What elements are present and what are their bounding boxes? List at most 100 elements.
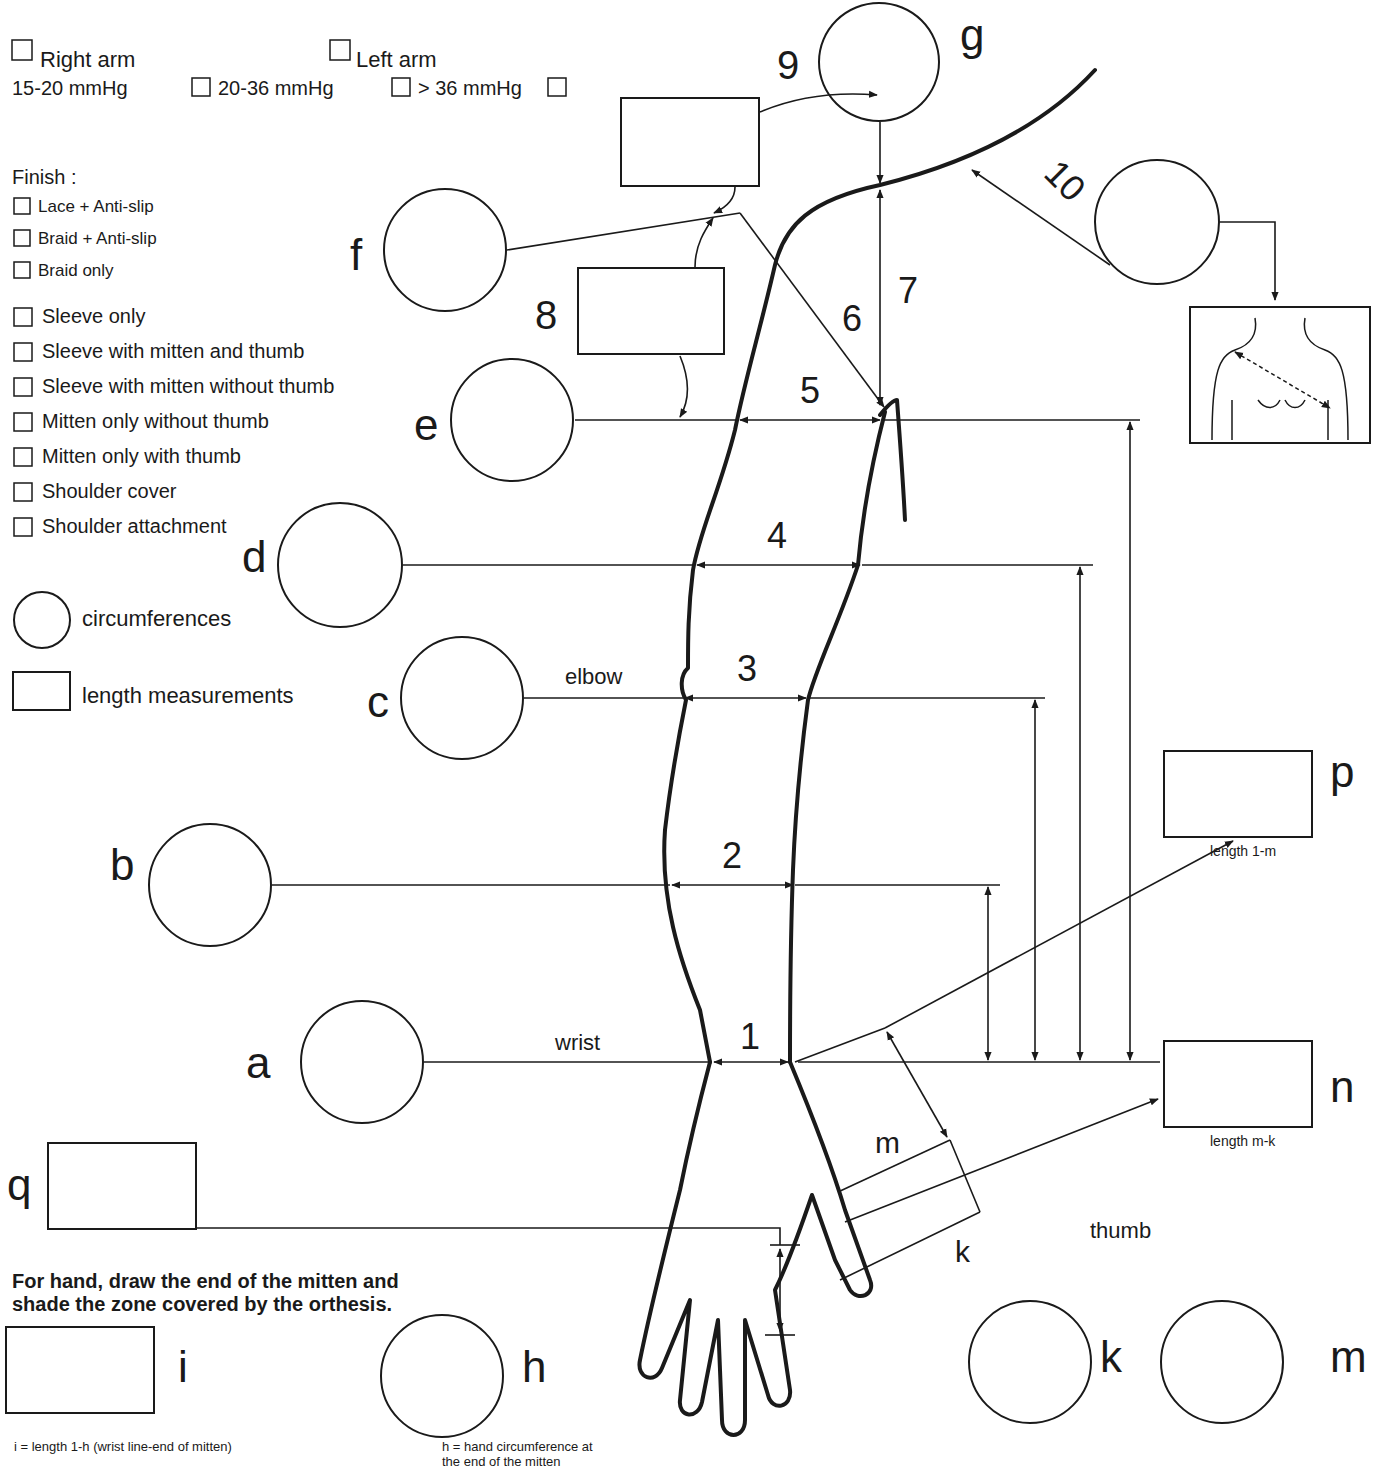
dimension-arrow — [887, 1032, 947, 1137]
circumference-circle: d — [277, 502, 403, 628]
dimension-arrow — [672, 94, 1233, 1331]
legend-text: length measurements — [82, 683, 294, 708]
measure-letter: p — [1330, 747, 1354, 798]
form-label: Left arm — [356, 47, 437, 72]
legend-sample — [13, 592, 70, 710]
checkbox — [330, 40, 350, 60]
callout-number: 4 — [767, 515, 787, 556]
circumference-circle: hh = hand circumference at the end of th… — [380, 1314, 504, 1438]
leader-line — [795, 884, 1000, 886]
dimension-arrow — [672, 884, 793, 886]
callout-letter: m — [875, 1126, 900, 1161]
measure-letter: q — [7, 1160, 31, 1211]
callout-number: 3 — [737, 648, 757, 689]
measure-letter: n — [1330, 1062, 1354, 1113]
torso-sketch — [1235, 352, 1330, 408]
leader-line — [808, 697, 1045, 699]
checkbox — [192, 78, 210, 96]
measure-note: length 1-m — [1210, 843, 1276, 859]
torso-sketch — [1212, 318, 1256, 440]
leader-line — [862, 564, 1093, 566]
dimension-arrow — [879, 190, 881, 405]
leader-line — [1220, 222, 1275, 300]
dimension-arrow — [779, 1249, 781, 1331]
length-box: nlength m-k — [1163, 1040, 1313, 1128]
form-label: Shoulder attachment — [42, 515, 227, 538]
checkbox — [12, 40, 32, 60]
callout-number: 7 — [898, 270, 918, 311]
dimension-arrow — [685, 697, 806, 699]
circumference-circle: e — [450, 358, 574, 482]
dimension-arrow — [760, 94, 877, 112]
checkbox — [14, 343, 32, 361]
arm-outline — [790, 412, 885, 1062]
checkbox — [14, 308, 32, 326]
form-label: Sleeve with mitten without thumb — [42, 375, 334, 398]
dimension-arrow — [879, 122, 881, 183]
form-label: Finish : — [12, 166, 76, 189]
arm-outline — [639, 70, 1095, 1435]
length-box: plength 1-m — [1163, 750, 1313, 838]
checkbox — [14, 198, 30, 214]
legend-text: circumferences — [82, 606, 231, 631]
leader-line — [424, 1061, 710, 1063]
leader-line — [403, 564, 695, 566]
leader-line — [770, 1244, 800, 1246]
torso-sketch — [1190, 307, 1370, 443]
callout-number: 6 — [842, 298, 862, 339]
legend-sample — [13, 672, 70, 710]
callout-letter: k — [955, 1235, 970, 1270]
callout-number: 5 — [800, 370, 820, 411]
dimension-arrow — [697, 564, 860, 566]
measure-letter: e — [414, 400, 438, 451]
callout-number: 1 — [740, 1016, 760, 1057]
checkbox — [14, 230, 30, 246]
checkbox — [14, 378, 32, 396]
checkbox — [14, 413, 32, 431]
dimension-arrow — [714, 187, 735, 213]
length-box: 8 — [577, 267, 725, 355]
leader-line — [882, 419, 1140, 421]
circumference-circle: f — [383, 188, 507, 312]
measure-letter: b — [110, 840, 134, 891]
checkbox — [14, 262, 30, 278]
circumference-circle: k — [968, 1300, 1092, 1424]
measure-letter: m — [1330, 1332, 1367, 1383]
measure-letter: c — [367, 677, 389, 728]
form-label: For hand, draw the end of the mitten and… — [12, 1270, 432, 1316]
leader-line — [197, 1228, 780, 1245]
dimension-arrow — [1079, 567, 1081, 1060]
torso-sketch — [1258, 400, 1305, 408]
measure-letter: f — [350, 230, 362, 281]
checkbox — [548, 78, 566, 96]
form-label: Sleeve only — [42, 305, 145, 328]
form-label: 15-20 mmHg — [12, 77, 128, 100]
torso-sketch — [1190, 307, 1370, 443]
leader-line — [840, 1212, 980, 1280]
leader-line — [575, 419, 738, 421]
form-label: wrist — [555, 1030, 600, 1055]
form-label: Braid + Anti-slip — [38, 229, 157, 249]
length-box: q — [47, 1142, 197, 1230]
dimension-arrow — [740, 419, 880, 421]
leader-line — [197, 213, 1275, 1335]
form-label: > 36 mmHg — [418, 77, 522, 100]
callout-number: 2 — [722, 835, 742, 876]
form-label: Mitten only without thumb — [42, 410, 269, 433]
legend-sample — [14, 592, 70, 648]
length-box: ii = length 1-h (wrist line-end of mitte… — [5, 1326, 155, 1414]
circumference-circle: m — [1160, 1300, 1284, 1424]
measure-note: h = hand circumference at the end of the… — [442, 1440, 602, 1470]
form-label: Right arm — [40, 47, 135, 72]
circumference-circle: a — [300, 1000, 424, 1124]
dimension-arrow — [1129, 422, 1131, 1060]
callout-number: 10 — [1036, 152, 1094, 210]
leader-line — [272, 884, 670, 886]
measure-letter: k — [1100, 1332, 1122, 1383]
form-label: Sleeve with mitten and thumb — [42, 340, 304, 363]
checkbox — [14, 518, 32, 536]
form-label: Mitten only with thumb — [42, 445, 241, 468]
measure-note: i = length 1-h (wrist line-end of mitten… — [14, 1440, 344, 1455]
leader-line — [798, 1061, 1160, 1063]
